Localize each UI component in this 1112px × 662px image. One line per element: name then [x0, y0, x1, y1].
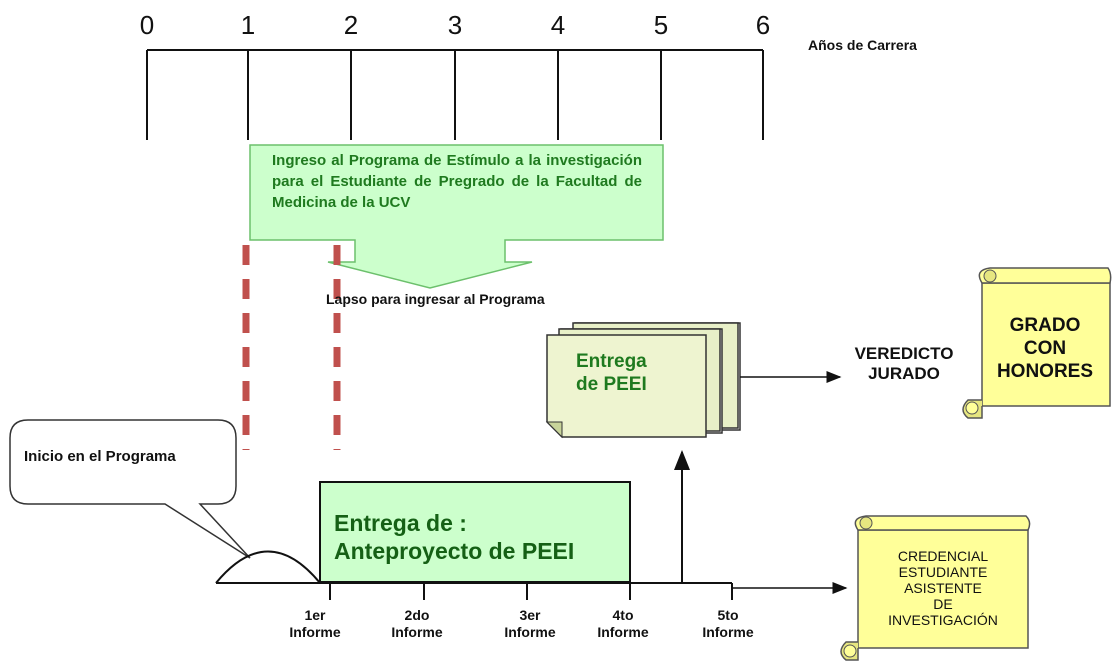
grado-scroll-curl [983, 269, 997, 283]
credencial-line1: CREDENCIAL [897, 548, 989, 564]
credencial-line4: DE [933, 596, 953, 612]
peei-doc-fold [545, 421, 563, 439]
peei-stack-text: Entrega de PEEI [576, 350, 647, 396]
informe-label: 5to Informe [688, 607, 768, 641]
peei-doc-front [546, 334, 707, 438]
grado-scroll [962, 267, 1112, 419]
credencial-line5: INVESTIGACIÓN [888, 612, 998, 628]
inicio-semicircle [215, 550, 321, 584]
credencial-line3: ASISTENTE [904, 580, 982, 596]
years-axis-caption: Años de Carrera [808, 37, 917, 53]
ingreso-arrow-callout [249, 144, 664, 289]
informe-ordinal: 2do [404, 607, 430, 623]
peei-line1: Entrega [576, 351, 647, 372]
informe-word: Informe [504, 624, 556, 640]
credencial-line2: ESTUDIANTE [898, 564, 988, 580]
year-label: 4 [550, 10, 566, 40]
informe-word: Informe [289, 624, 341, 640]
informe-label: 4to Informe [583, 607, 663, 641]
informe-ordinal: 4to [612, 607, 634, 623]
credencial-scroll-text: CREDENCIAL ESTUDIANTE ASISTENTE DE INVES… [860, 548, 1026, 628]
lapso-label: Lapso para ingresar al Programa [326, 291, 545, 307]
grado-scroll-curl [965, 401, 979, 415]
inicio-callout-text: Inicio en el Programa [24, 448, 176, 465]
informe-word: Informe [391, 624, 443, 640]
years-ruler [146, 49, 764, 140]
credencial-scroll-curl [859, 516, 873, 530]
peei-line2: de PEEI [576, 374, 647, 395]
anteproyecto-box [319, 481, 631, 583]
year-label: 1 [240, 10, 256, 40]
credencial-scroll-top-roll [854, 515, 1031, 531]
informe-ticks [329, 583, 733, 600]
informe-word: Informe [702, 624, 754, 640]
year-label: 6 [755, 10, 771, 40]
inicio-speech-bubble [9, 419, 251, 559]
informe-word: Informe [597, 624, 649, 640]
grado-scroll-text: GRADO CON HONORES [985, 314, 1105, 383]
informe-label: 3er Informe [490, 607, 570, 641]
year-label: 3 [447, 10, 463, 40]
veredicto-line2: JURADO [868, 364, 940, 383]
veredicto-line1: VEREDICTO [854, 344, 954, 363]
grado-scroll-top-roll [978, 267, 1112, 284]
veredicto-label: VEREDICTO JURADO [838, 344, 970, 384]
anteproyecto-text: Entrega de : Anteproyecto de PEEI [334, 509, 624, 565]
credencial-scroll-curl [843, 644, 857, 658]
anteproyecto-line1: Entrega de : [334, 510, 467, 536]
informe-label: 2do Informe [377, 607, 457, 641]
year-label: 5 [653, 10, 669, 40]
informe-ordinal: 5to [717, 607, 739, 623]
grado-line3: HONORES [996, 361, 1094, 382]
informe-label: 1er Informe [275, 607, 355, 641]
year-label: 2 [343, 10, 359, 40]
credencial-scroll [840, 515, 1031, 661]
anteproyecto-line2: Anteproyecto de PEEI [334, 538, 575, 564]
year-label: 0 [139, 10, 155, 40]
informe-ordinal: 3er [519, 607, 541, 623]
informe-ordinal: 1er [304, 607, 326, 623]
grado-line1: GRADO [1009, 315, 1081, 336]
grado-line2: CON [1023, 338, 1067, 359]
peei-document-stack [545, 322, 741, 439]
ingreso-box-text: Ingreso al Programa de Estímulo a la inv… [272, 152, 642, 211]
